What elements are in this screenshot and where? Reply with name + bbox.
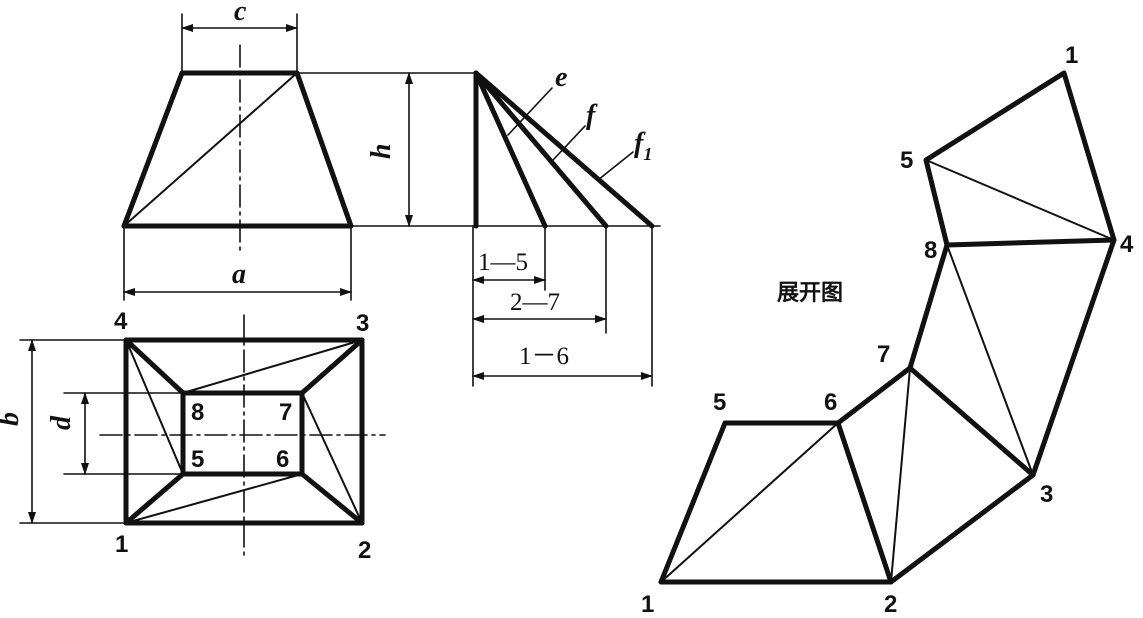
dev-diag-2-7 — [890, 367, 911, 583]
dev-point-4: 4 — [1120, 231, 1134, 258]
diag-3-8 — [182, 339, 363, 394]
edge-3-7 — [299, 337, 365, 396]
dev-point-1-top: 1 — [1065, 42, 1078, 69]
f1-label: f1 — [634, 128, 652, 164]
dev-diag-4-5 — [925, 159, 1115, 241]
dev-point-2: 2 — [884, 591, 897, 618]
dev-diag-1-6 — [660, 422, 839, 583]
plan-point-1: 1 — [115, 531, 128, 558]
plan-point-6: 6 — [276, 446, 289, 473]
e-leader — [507, 87, 553, 136]
plan-point-5: 5 — [191, 446, 204, 473]
diag-4-5 — [125, 339, 184, 475]
edge-1-5 — [123, 471, 186, 526]
plan-point-8: 8 — [191, 399, 204, 426]
dev-point-7: 7 — [877, 341, 890, 368]
development-pattern: 展开图 1 2 3 4 5 1 5 6 7 8 — [641, 42, 1134, 618]
dev-edge-3-7 — [907, 365, 1036, 478]
dev-edge-4-8 — [944, 237, 1117, 248]
b-dimension-label: b — [0, 412, 25, 426]
front-view-outline — [121, 70, 354, 229]
a-dimension-label: a — [232, 259, 246, 290]
dev-edge-2-6 — [835, 420, 894, 585]
f1-label-subscript: 1 — [643, 144, 652, 164]
e-label: e — [555, 62, 567, 93]
edge-2-6 — [299, 471, 365, 526]
true-length-diagram: e f f1 1—5 2—7 1－6 — [472, 62, 655, 387]
development-title: 展开图 — [777, 281, 843, 306]
dev-point-5-top: 5 — [900, 147, 913, 174]
dev-point-8: 8 — [924, 237, 937, 264]
edge-4-8 — [123, 337, 186, 396]
dim-1-5-label: 1—5 — [478, 249, 528, 276]
dev-diag-3-8 — [946, 244, 1034, 476]
front-view-diagonal — [123, 72, 298, 227]
true-length-f1 — [473, 70, 655, 229]
dim-2-7-label: 2—7 — [510, 289, 560, 316]
f1-label-main: f — [634, 128, 646, 159]
c-dimension-label: c — [234, 0, 247, 27]
plan-inner-rect — [180, 390, 305, 477]
dev-point-6: 6 — [824, 389, 837, 416]
diag-2-7 — [301, 392, 363, 524]
plan-outer-rect — [123, 337, 365, 526]
h-dimension-label: h — [366, 143, 397, 159]
plan-point-4: 4 — [114, 308, 128, 335]
plan-view: b d 1 2 3 4 5 6 7 8 — [0, 308, 386, 564]
dev-point-1-bottom: 1 — [641, 591, 654, 618]
front-view: c h a — [121, 0, 661, 301]
f-label: f — [586, 100, 598, 131]
f1-leader — [597, 151, 634, 181]
plan-point-2: 2 — [358, 537, 371, 564]
d-dimension-label: d — [46, 415, 77, 430]
dev-point-5-left: 5 — [713, 389, 726, 416]
plan-point-7: 7 — [279, 399, 292, 426]
dev-point-3: 3 — [1040, 481, 1053, 508]
true-length-f — [473, 70, 609, 229]
plan-point-3: 3 — [356, 310, 369, 337]
true-length-e — [473, 70, 548, 229]
dim-1-6-label: 1－6 — [519, 343, 569, 370]
diag-1-6 — [125, 473, 303, 524]
f-leader — [552, 125, 586, 161]
